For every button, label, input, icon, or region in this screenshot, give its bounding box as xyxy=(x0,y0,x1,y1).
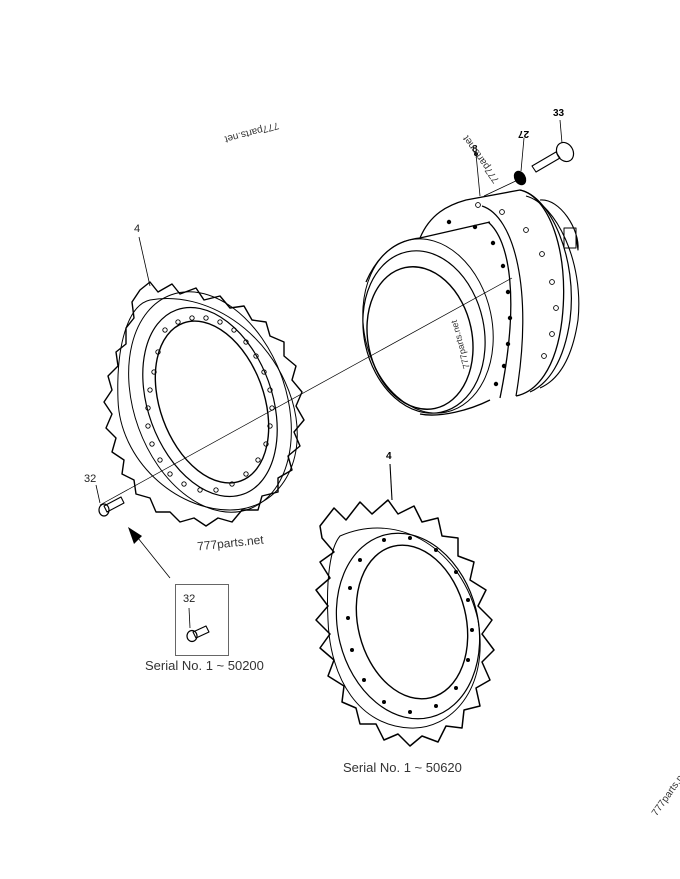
sprocket-upper xyxy=(103,236,305,527)
callout-4-upper: 4 xyxy=(134,223,141,235)
serial-note-lower-sprocket: Serial No. 1 ~ 50620 xyxy=(343,760,462,775)
callout-32-main: 32 xyxy=(84,473,97,485)
sprocket-lower xyxy=(315,463,495,747)
callout-27: 27 xyxy=(518,128,530,139)
callout-32-inset: 32 xyxy=(183,593,196,605)
callout-33: 33 xyxy=(553,108,565,119)
travel-motor xyxy=(362,152,580,416)
arrow-to-bolt xyxy=(128,527,171,579)
serial-note-inset: Serial No. 1 ~ 50200 xyxy=(145,658,264,673)
bolt-33 xyxy=(531,119,575,173)
bolt-32-main xyxy=(95,484,125,517)
washer-27 xyxy=(513,137,527,186)
inset-box xyxy=(175,584,229,656)
bolt-32-inset xyxy=(186,607,210,643)
callout-4-lower: 4 xyxy=(386,451,392,462)
callout-8: 8 xyxy=(472,144,478,155)
